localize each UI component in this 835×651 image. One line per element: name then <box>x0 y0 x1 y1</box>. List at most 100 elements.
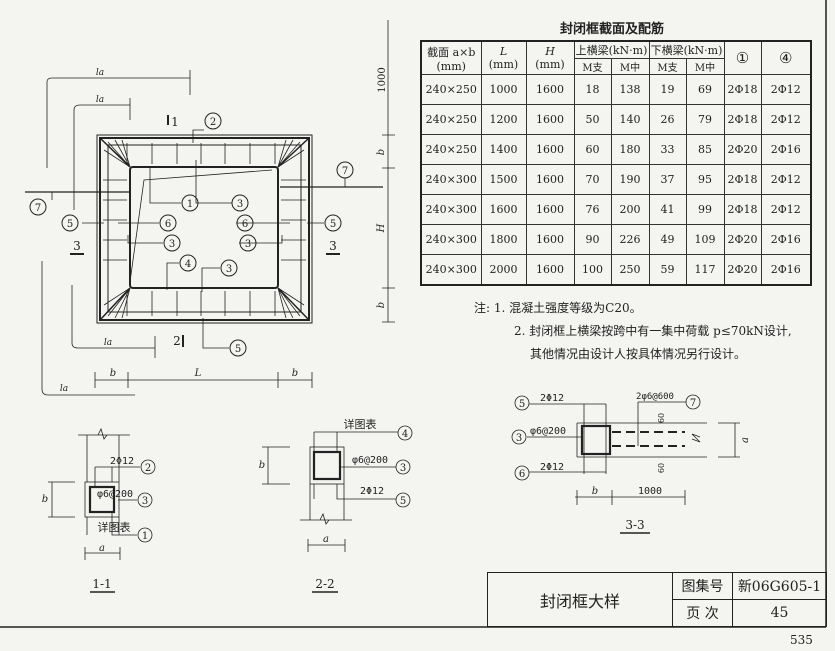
table-cell: 37 <box>648 164 687 195</box>
la-label-3: la <box>104 338 112 348</box>
table-cell: 2Φ18 <box>723 194 762 225</box>
section-mark-3-left: 3 <box>73 239 81 253</box>
callout-1: 1 <box>187 199 193 210</box>
table-cell: 1600 <box>525 104 575 135</box>
page-number-cell: 45 <box>732 599 827 627</box>
table-cell: 1600 <box>525 74 575 105</box>
s22-dim-b: b <box>259 460 265 471</box>
s33-dim-60-top: 60 <box>657 413 666 423</box>
notes-prefix: 注: <box>474 301 491 315</box>
table-cell: 95 <box>685 164 725 195</box>
table-cell: 109 <box>685 224 725 255</box>
s11-callout-3: 3 <box>142 496 148 507</box>
header-section: 截面 a×b(mm) <box>420 40 482 75</box>
table-cell: 117 <box>685 254 725 286</box>
s11-callout-1: 1 <box>142 531 148 542</box>
table-cell: 2000 <box>480 254 527 286</box>
s33-callout-5: 5 <box>519 399 525 410</box>
title-block: 封闭框大样 图集号 新06G605-1 页 次 45 <box>487 572 827 627</box>
s33-callout-7: 7 <box>690 398 696 409</box>
callout-5-left: 5 <box>67 219 73 230</box>
callout-5-bottom: 5 <box>235 344 241 355</box>
section-3-3 <box>511 394 740 534</box>
header-upper-m-mid: M中 <box>610 58 650 75</box>
header-lower-beam: 下横梁(kN·m) <box>648 40 725 59</box>
drawing-title: 封闭框大样 <box>487 572 673 627</box>
table-cell: 100 <box>573 254 612 286</box>
callout-3-right: 3 <box>245 239 251 250</box>
s33-dim-60-bottom: 60 <box>657 463 666 473</box>
table-cell: 70 <box>573 164 612 195</box>
s33-dim-a: a <box>740 437 751 443</box>
note-2: 2. 封闭框上横梁按跨中有一集中荷载 p≤70kN设计, <box>514 324 792 338</box>
table-cell: 79 <box>685 104 725 135</box>
table-cell: 26 <box>648 104 687 135</box>
section-2-2 <box>262 425 413 593</box>
table-cell: 240×300 <box>420 254 482 286</box>
table-cell: 19 <box>648 74 687 105</box>
table-cell: 250 <box>610 254 650 286</box>
table-cell: 60 <box>573 134 612 165</box>
header-H: H(mm) <box>525 40 575 75</box>
table-cell: 1800 <box>480 224 527 255</box>
table-cell: 49 <box>648 224 687 255</box>
atlas-number: 新06G605-1 <box>732 572 827 600</box>
section-1-1 <box>48 427 156 593</box>
table-title: 封闭框截面及配筋 <box>560 22 665 37</box>
table-cell: 99 <box>685 194 725 225</box>
table-cell: 33 <box>648 134 687 165</box>
header-lower-m-support: M支 <box>648 58 687 75</box>
note-2-cont: 其他情况由设计人按具体情况另行设计。 <box>530 347 747 361</box>
header-bar-1: ① <box>723 40 762 75</box>
s11-callout-2: 2 <box>145 463 151 474</box>
s22-callout-3: 3 <box>400 463 406 474</box>
section-mark-1: 1 <box>171 115 179 129</box>
s11-dim-a: a <box>99 543 105 554</box>
page-label: 页 次 <box>672 599 733 627</box>
s33-title: 3-3 <box>625 518 644 532</box>
s33-callout-3: 3 <box>516 433 522 444</box>
s33-dim-1000: 1000 <box>638 486 662 497</box>
table-cell: 2Φ18 <box>723 164 762 195</box>
header-bar-4: ④ <box>760 40 812 75</box>
dim-b-top: b <box>376 149 387 155</box>
table-cell: 2Φ18 <box>723 104 762 135</box>
s33-callout-6: 6 <box>519 469 525 480</box>
header-upper-beam: 上横梁(kN·m) <box>573 40 650 59</box>
closed-frame-plan <box>25 20 395 396</box>
s33-dim-b: b <box>592 486 598 497</box>
la-label-4: la <box>60 384 68 394</box>
callout-4: 4 <box>185 259 191 270</box>
s22-dim-a: a <box>323 534 329 545</box>
header-upper-m-support: M支 <box>573 58 612 75</box>
callout-3-left: 3 <box>169 239 175 250</box>
dim-1000: 1000 <box>377 67 388 92</box>
reinforcement-table: 截面 a×b(mm) L(mm) H(mm) 上横梁(kN·m) 下横梁(kN·… <box>420 40 812 286</box>
s22-stirrup-label: φ6@200 <box>352 455 388 466</box>
callout-3: 3 <box>237 199 243 210</box>
section-mark-3-right: 3 <box>329 239 337 253</box>
table-cell: 41 <box>648 194 687 225</box>
table-cell: 2Φ20 <box>723 224 762 255</box>
table-cell: 1600 <box>525 194 575 225</box>
table-cell: 2Φ16 <box>760 254 812 286</box>
callout-7-left: 7 <box>35 203 41 214</box>
table-cell: 2Φ16 <box>760 134 812 165</box>
table-cell: 69 <box>685 74 725 105</box>
header-lower-m-mid: M中 <box>685 58 725 75</box>
table-cell: 2Φ18 <box>723 74 762 105</box>
s33-top-bar-label: 2Φ12 <box>540 393 564 404</box>
la-label-2: la <box>96 95 104 105</box>
s33-tie-label: 2φ6@600 <box>636 392 674 402</box>
table-cell: 85 <box>685 134 725 165</box>
note-1: 1. 混凝土强度等级为C20。 <box>493 301 642 315</box>
table-cell: 90 <box>573 224 612 255</box>
s11-stirrup-label: φ6@200 <box>97 489 133 500</box>
table-cell: 2Φ12 <box>760 164 812 195</box>
